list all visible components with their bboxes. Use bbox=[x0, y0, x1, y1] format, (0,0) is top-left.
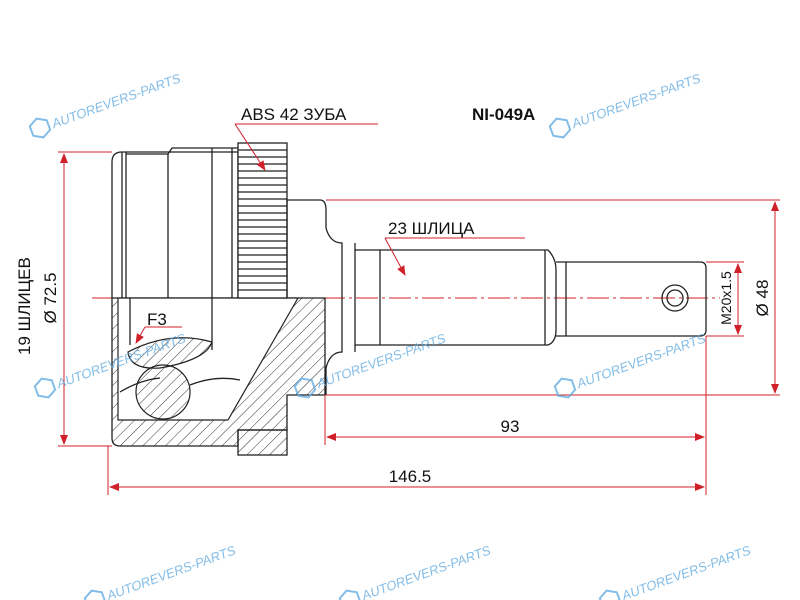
svg-text:AUTOREVERS-PARTS: AUTOREVERS-PARTS bbox=[574, 330, 708, 391]
svg-text:AUTOREVERS-PARTS: AUTOREVERS-PARTS bbox=[619, 542, 753, 600]
watermark-logo-icon bbox=[553, 377, 577, 399]
watermark-logo-icon bbox=[293, 377, 317, 399]
abs-teeth-label: ABS 42 ЗУБА bbox=[241, 105, 347, 124]
inner-splines-label: 19 ШЛИЦЕВ bbox=[15, 257, 34, 355]
watermark: AUTOREVERS-PARTS bbox=[83, 542, 238, 600]
part-number: NI-049A bbox=[472, 105, 535, 124]
thread-label: M20x1.5 bbox=[718, 271, 734, 325]
svg-text:AUTOREVERS-PARTS: AUTOREVERS-PARTS bbox=[314, 330, 448, 391]
svg-text:AUTOREVERS-PARTS: AUTOREVERS-PARTS bbox=[359, 542, 493, 600]
dimensions bbox=[58, 123, 780, 495]
watermark-logo-icon bbox=[338, 589, 362, 600]
shaft-length-label: 93 bbox=[501, 417, 520, 436]
watermark-logo-icon bbox=[33, 377, 57, 399]
watermark: AUTOREVERS-PARTS bbox=[338, 542, 493, 600]
watermark-logo-icon bbox=[598, 589, 622, 600]
shaft-splines-label: 23 ШЛИЦА bbox=[388, 219, 475, 238]
cotter-pin-hole bbox=[661, 284, 689, 312]
watermark-logo-icon bbox=[28, 117, 52, 139]
watermark-logo-icon bbox=[83, 589, 107, 600]
watermark: AUTOREVERS-PARTS bbox=[28, 70, 183, 139]
total-length-label: 146.5 bbox=[389, 467, 432, 486]
shaft bbox=[286, 199, 707, 395]
inner-diameter-label: Ø 72.5 bbox=[41, 272, 60, 323]
watermark-logo-icon bbox=[548, 117, 572, 139]
f3-label: F3 bbox=[147, 310, 167, 329]
housing bbox=[111, 147, 326, 447]
watermark: AUTOREVERS-PARTS bbox=[548, 70, 703, 139]
watermark: AUTOREVERS-PARTS bbox=[598, 542, 753, 600]
svg-text:AUTOREVERS-PARTS: AUTOREVERS-PARTS bbox=[104, 542, 238, 600]
watermark: AUTOREVERS-PARTS bbox=[553, 330, 708, 399]
svg-text:AUTOREVERS-PARTS: AUTOREVERS-PARTS bbox=[49, 70, 183, 131]
svg-text:AUTOREVERS-PARTS: AUTOREVERS-PARTS bbox=[569, 70, 703, 131]
outer-diameter-label: Ø 48 bbox=[753, 280, 772, 317]
